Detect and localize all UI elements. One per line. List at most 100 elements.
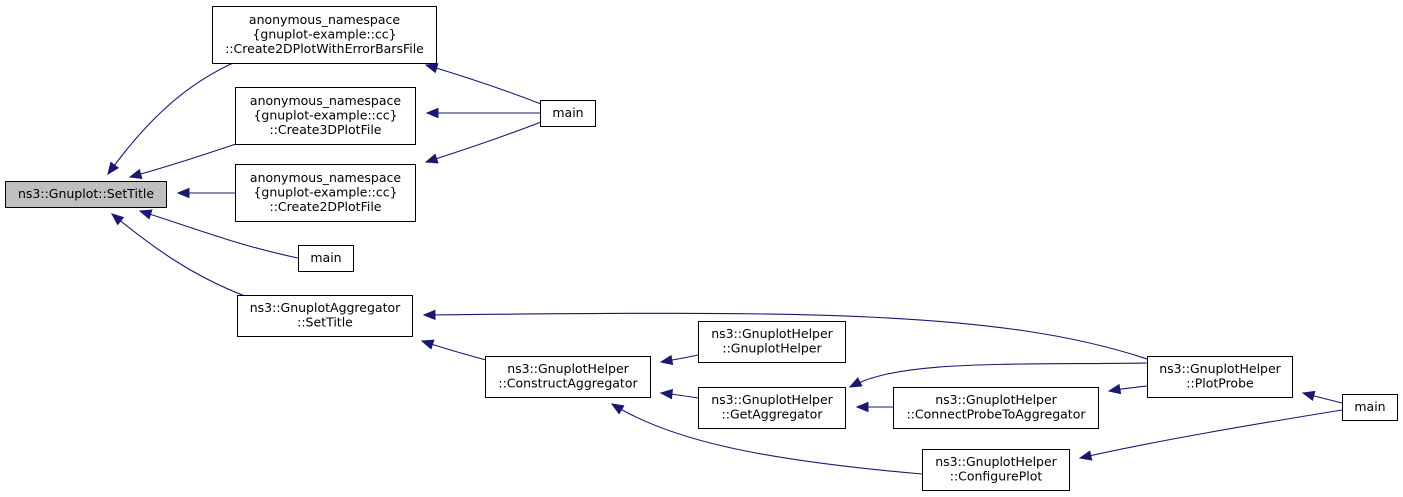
node-label-line: ::GnuplotHelper [722, 341, 822, 356]
node-label-line: ::SetTitle [297, 315, 353, 330]
node-label-line: ns3::GnuplotHelper [711, 326, 833, 341]
arrowhead [422, 309, 436, 321]
edge-create2d-to-settitle [176, 187, 235, 199]
node-configure_plot[interactable]: ns3::GnuplotHelper::ConfigurePlot [922, 449, 1070, 491]
node-box [893, 387, 1099, 429]
node-label-line: ns3::GnuplotHelper [711, 392, 833, 407]
node-agg_settitle[interactable]: ns3::GnuplotAggregator::SetTitle [237, 295, 413, 337]
node-construct_agg[interactable]: ns3::GnuplotHelper::ConstructAggregator [485, 356, 651, 398]
node-label-line: ::Create3DPlotFile [269, 122, 381, 137]
arrowhead [610, 403, 625, 415]
edge-main_c-to-configure_plot [1078, 409, 1343, 461]
node-label-line: anonymous_namespace [250, 170, 401, 185]
edge-connect_probe-to-get_agg [855, 401, 893, 413]
node-box [235, 87, 416, 145]
node-main_a[interactable]: main [540, 100, 596, 127]
edge-line [425, 64, 542, 105]
arrowhead [1107, 383, 1122, 395]
node-box [540, 100, 596, 127]
node-label-line: ::Create2DPlotWithErrorBarsFile [225, 41, 424, 56]
node-label-line: main [310, 250, 341, 265]
arrowhead [848, 377, 863, 388]
node-connect_probe[interactable]: ns3::GnuplotHelper::ConnectProbeToAggreg… [893, 387, 1099, 429]
arrowhead [420, 339, 435, 350]
node-box [485, 356, 651, 398]
edge-construct_agg-to-agg_settitle [420, 339, 487, 361]
arrowhead [110, 213, 125, 226]
node-create3d[interactable]: anonymous_namespace{gnuplot-example::cc}… [235, 87, 416, 145]
edge-line [129, 140, 246, 178]
node-box [1147, 356, 1293, 398]
node-label-line: ::ConfigurePlot [950, 469, 1043, 484]
node-label-line: ns3::GnuplotAggregator [250, 300, 401, 315]
node-helper_ctor[interactable]: ns3::GnuplotHelper::GnuplotHelper [698, 321, 846, 363]
arrowhead [1301, 390, 1316, 402]
arrowhead [138, 209, 153, 220]
node-label-line: ns3::Gnuplot::SetTitle [18, 186, 154, 201]
arrowhead [1078, 450, 1093, 461]
node-label-line: anonymous_namespace [249, 12, 400, 27]
edge-plot_probe-to-get_agg [848, 362, 1148, 388]
edge-line [423, 312, 1148, 360]
node-label-line: ns3::GnuplotHelper [935, 454, 1057, 469]
root-node-box [5, 181, 167, 208]
node-label-line: ::GetAggregator [722, 407, 824, 422]
arrowhead [659, 354, 674, 366]
edge-helper_ctor-to-construct_agg [659, 354, 699, 366]
node-label-line: {gnuplot-example::cc} [253, 184, 397, 199]
edge-line [425, 121, 542, 163]
node-box [212, 6, 437, 64]
edge-main_b-to-settitle [138, 209, 299, 259]
node-main_c[interactable]: main [1342, 394, 1398, 421]
node-main_b[interactable]: main [298, 245, 354, 272]
edge-plot_probe-to-agg_settitle [422, 309, 1148, 360]
node-label-line: ns3::GnuplotHelper [507, 361, 629, 376]
node-label-line: {gnuplot-example::cc} [253, 107, 397, 122]
arrowhead [424, 153, 439, 164]
edge-main_a-to-create2d [424, 121, 542, 164]
arrowhead [425, 107, 439, 119]
node-label-line: main [1354, 399, 1385, 414]
edge-agg_settitle-to-settitle [110, 213, 246, 297]
edges-layer [107, 59, 1343, 475]
node-create2d_err[interactable]: anonymous_namespace{gnuplot-example::cc}… [212, 6, 437, 64]
arrowhead [659, 388, 673, 400]
edge-configure_plot-to-construct_agg [610, 403, 923, 475]
node-box [298, 245, 354, 272]
edge-line [107, 59, 241, 175]
node-label-line: ::ConnectProbeToAggregator [907, 407, 1087, 422]
node-box [698, 387, 846, 429]
node-box [237, 295, 413, 337]
arrowhead [424, 63, 439, 74]
edge-main_a-to-create2d_err [424, 63, 542, 105]
nodes-layer: ns3::Gnuplot::SetTitle anonymous_namespac… [5, 6, 1398, 491]
edge-create3d-to-settitle [128, 140, 246, 179]
node-label-line: ::ConstructAggregator [498, 376, 638, 391]
edge-line [849, 362, 1148, 388]
node-plot_probe[interactable]: ns3::GnuplotHelper::PlotProbe [1147, 356, 1293, 398]
edge-line [139, 210, 299, 259]
arrowhead [176, 187, 190, 199]
node-label-line: ns3::GnuplotHelper [1159, 361, 1281, 376]
node-settitle[interactable]: ns3::Gnuplot::SetTitle [5, 181, 167, 208]
node-box [698, 321, 846, 363]
node-get_agg[interactable]: ns3::GnuplotHelper::GetAggregator [698, 387, 846, 429]
edge-get_agg-to-construct_agg [659, 388, 699, 400]
arrowhead [855, 401, 869, 413]
edge-line [1079, 409, 1343, 459]
edge-plot_probe-to-connect_probe [1107, 383, 1148, 395]
edge-main_c-to-plot_probe [1301, 390, 1343, 404]
arrowhead [128, 168, 143, 179]
node-label-line: main [552, 105, 583, 120]
node-box [1342, 394, 1398, 421]
edge-line [111, 213, 246, 297]
node-create2d[interactable]: anonymous_namespace{gnuplot-example::cc}… [235, 164, 416, 222]
arrowhead [107, 161, 120, 176]
edge-main_a-to-create3d [425, 107, 540, 119]
node-label-line: ::PlotProbe [1186, 376, 1254, 391]
edge-line [611, 403, 923, 475]
node-box [922, 449, 1070, 491]
node-box [235, 164, 416, 222]
edge-create2d_err-to-settitle [107, 59, 241, 176]
